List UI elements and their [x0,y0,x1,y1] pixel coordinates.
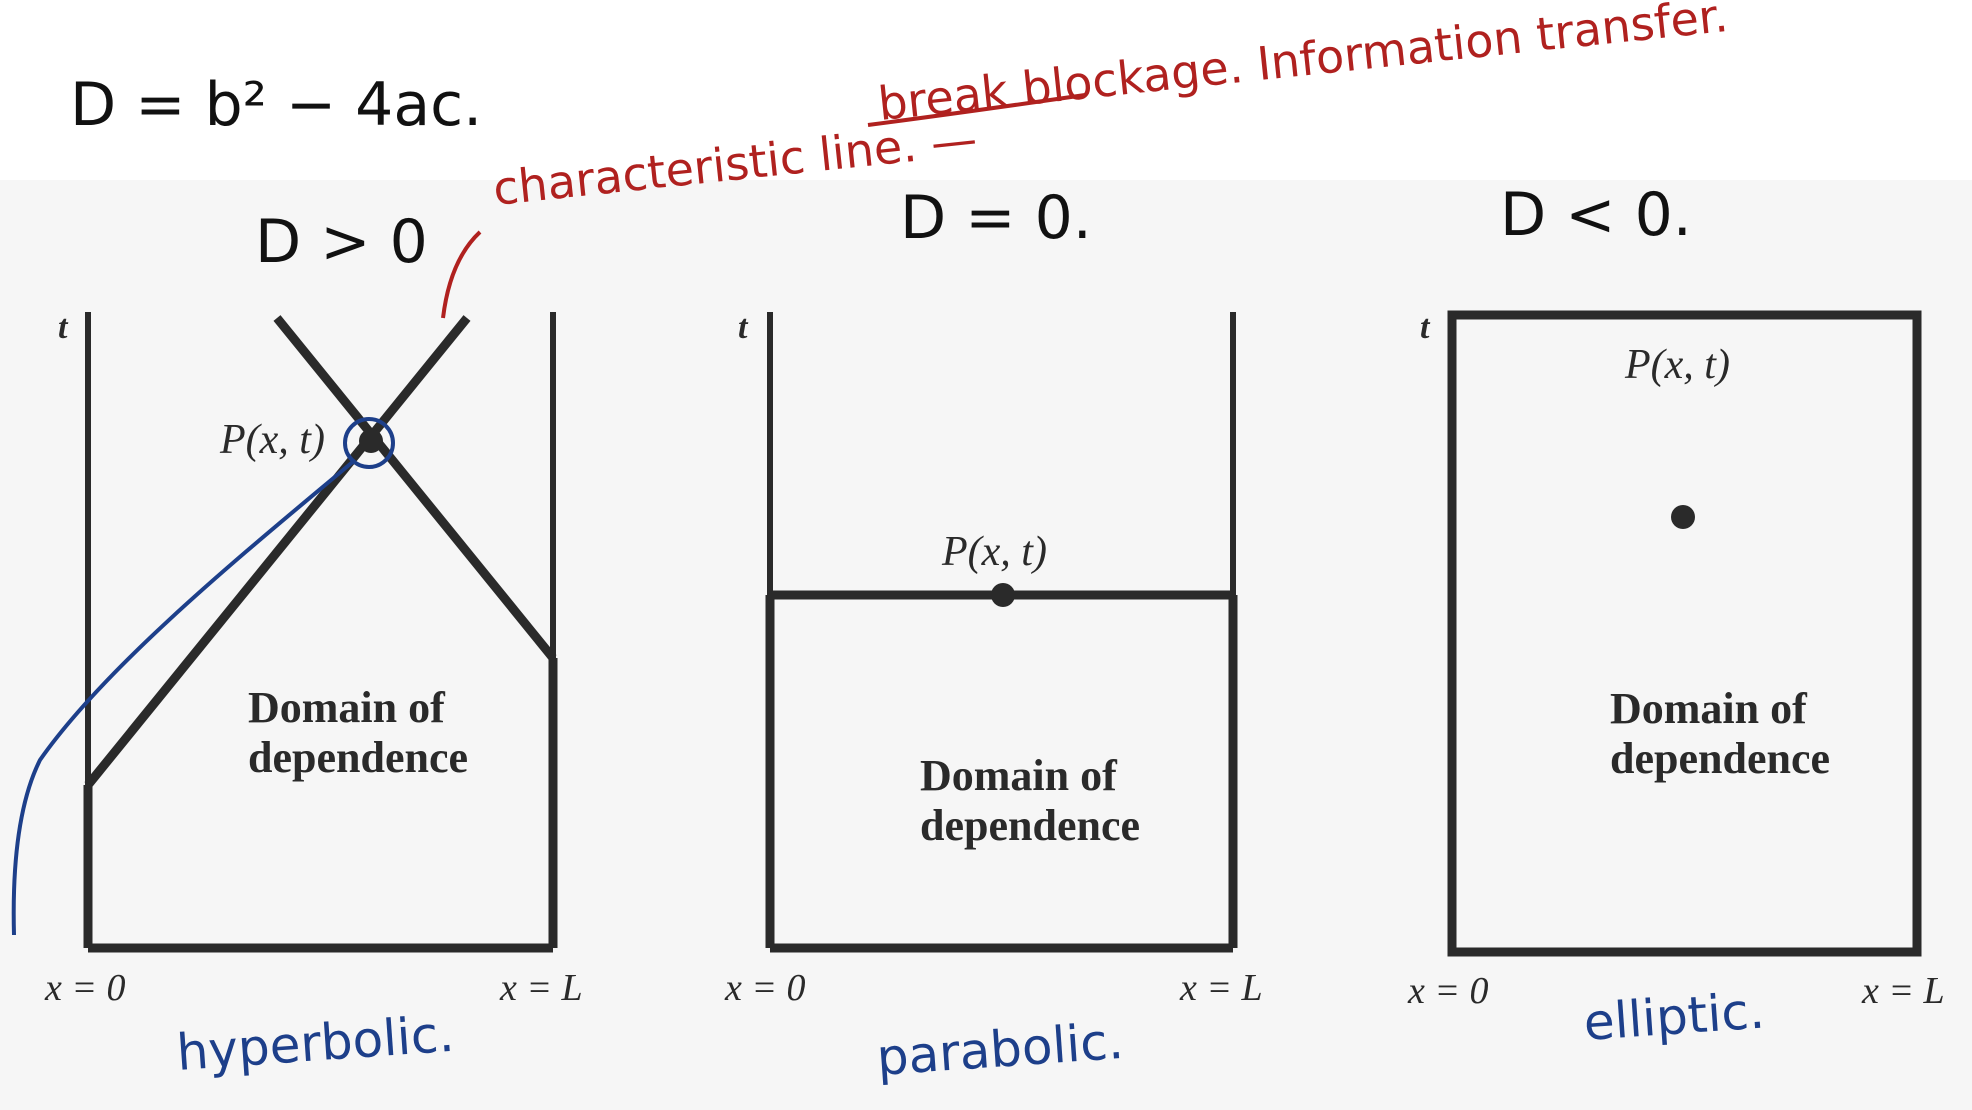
information-note: break blockage. Information transfer. [876,0,1731,131]
underline-mark [867,93,1086,127]
x-right-label: x = L [1179,967,1263,1009]
domain-box [1447,310,1922,957]
point-label: P(x, t) [941,529,1047,575]
t-axis-label: t [58,309,69,346]
x-right-label: x = L [499,967,583,1009]
characteristic-line-right [84,315,471,788]
point-highlight-circle [343,417,395,469]
point-marker [359,429,383,453]
point-marker [991,583,1015,607]
domain-text-line1: Domain of [1610,684,1808,733]
domain-text-line1: Domain of [248,683,446,732]
point-marker [1671,505,1695,529]
condition-note-elliptic: D < 0. [1500,180,1692,250]
formula-note: D = b² − 4ac. [70,70,482,140]
panel-hyperbolic: D > 0 t P(x, t) Domain of dependence x =… [11,207,583,1082]
domain-text-line1: Domain of [920,751,1118,800]
x-left-label: x = 0 [724,967,806,1009]
t-axis-label: t [738,309,749,346]
point-label: P(x, t) [1624,342,1730,388]
domain-text-line2: dependence [920,801,1140,850]
point-label: P(x, t) [219,417,325,463]
domain-text-line2: dependence [248,733,468,782]
x-left-label: x = 0 [1407,970,1489,1012]
type-note-elliptic: elliptic. [1582,981,1767,1051]
condition-note-hyperbolic: D > 0 [255,207,428,277]
x-left-label: x = 0 [44,967,126,1009]
panel-elliptic: D < 0. t P(x, t) Domain of dependence x … [1407,180,1945,1052]
characteristic-line-left [273,315,557,661]
pointer-stroke [441,230,482,319]
condition-note-parabolic: D = 0. [900,183,1092,253]
domain-text-line2: dependence [1610,734,1830,783]
panel-parabolic: D = 0. t P(x, t) Domain of dependence x … [724,183,1263,1087]
annotation-curve [11,458,357,936]
x-right-label: x = L [1861,970,1945,1012]
t-axis-label: t [1420,309,1431,346]
